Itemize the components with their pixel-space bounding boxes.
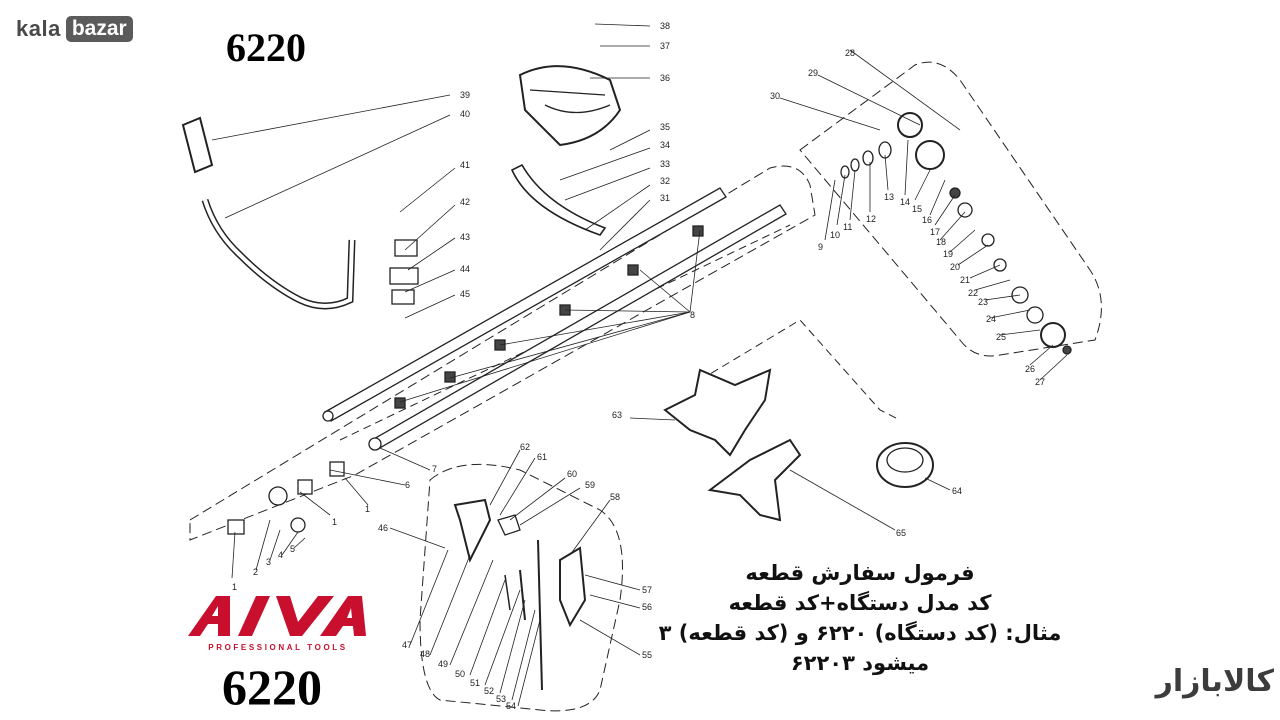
part-label-33: 33 xyxy=(660,159,670,169)
part-label-48: 48 xyxy=(420,649,430,659)
part-label-25: 25 xyxy=(996,332,1006,342)
part-label-44: 44 xyxy=(460,264,470,274)
part-label-55: 55 xyxy=(642,650,652,660)
order-formula-rule: کد مدل دستگاه+کد قطعه xyxy=(728,591,992,615)
part-label-6: 6 xyxy=(405,480,410,490)
part-label-37: 37 xyxy=(660,41,670,51)
part-label-57: 57 xyxy=(642,585,652,595)
part-label-19: 19 xyxy=(943,249,953,259)
part-label-5: 5 xyxy=(290,544,295,554)
part-label-18: 18 xyxy=(936,237,946,247)
part-label-38: 38 xyxy=(660,21,670,31)
part-label-34: 34 xyxy=(660,140,670,150)
aiva-tagline: PROFESSIONAL TOOLS xyxy=(208,643,348,652)
aiva-logo: PROFESSIONAL TOOLS xyxy=(186,594,370,652)
part-label-41: 41 xyxy=(460,160,470,170)
part-label-20: 20 xyxy=(950,262,960,272)
part-label-11: 11 xyxy=(843,222,852,232)
part-label-47: 47 xyxy=(402,640,412,650)
part-label-14: 14 xyxy=(900,197,910,207)
part-label-9: 9 xyxy=(818,242,823,252)
order-formula: فرمول سفارش قطعه کد مدل دستگاه+کد قطعه م… xyxy=(640,558,1080,678)
part-label-1c: 1 xyxy=(365,504,370,514)
part-label-62: 62 xyxy=(520,442,530,452)
part-label-54: 54 xyxy=(506,701,516,711)
part-label-7: 7 xyxy=(432,464,437,474)
part-label-61: 61 xyxy=(537,452,547,462)
part-label-29: 29 xyxy=(808,68,818,78)
part-label-32: 32 xyxy=(660,176,670,186)
part-label-22: 22 xyxy=(968,288,978,298)
part-label-59: 59 xyxy=(585,480,595,490)
part-label-3: 3 xyxy=(266,557,271,567)
part-label-10: 10 xyxy=(830,230,840,240)
part-label-56: 56 xyxy=(642,602,652,612)
part-label-26: 26 xyxy=(1025,364,1035,374)
part-label-49: 49 xyxy=(438,659,448,669)
part-label-52: 52 xyxy=(484,686,494,696)
part-label-53: 53 xyxy=(496,694,506,704)
kalabazar-persian-logo: کالابازار xyxy=(1155,664,1274,699)
part-label-8: 8 xyxy=(690,310,695,320)
kalabazar-logo: kala bazar xyxy=(16,16,133,42)
part-label-30: 30 xyxy=(770,91,780,101)
part-label-21: 21 xyxy=(960,275,970,285)
part-label-58: 58 xyxy=(610,492,620,502)
part-label-43: 43 xyxy=(460,232,470,242)
part-label-24: 24 xyxy=(986,314,996,324)
part-label-15: 15 xyxy=(912,204,922,214)
model-number-bottom: 6220 xyxy=(222,659,322,715)
part-label-28: 28 xyxy=(845,48,855,58)
part-label-16: 16 xyxy=(922,215,932,225)
part-label-36: 36 xyxy=(660,73,670,83)
aiva-logo-mark xyxy=(188,596,366,636)
part-label-46: 46 xyxy=(378,523,388,533)
part-label-60: 60 xyxy=(567,469,577,479)
part-label-51: 51 xyxy=(470,678,480,688)
kalabazar-logo-bazar: bazar xyxy=(65,16,133,42)
part-label-23: 23 xyxy=(978,297,988,307)
order-formula-example: مثال: (کد دستگاه) ۶۲۲۰ و (کد قطعه) ۳ xyxy=(658,621,1062,645)
part-label-42: 42 xyxy=(460,197,470,207)
part-label-4: 4 xyxy=(278,550,283,560)
part-label-45: 45 xyxy=(460,289,470,299)
part-label-64: 64 xyxy=(952,486,962,496)
part-label-2: 2 xyxy=(253,567,258,577)
part-label-39: 39 xyxy=(460,90,470,100)
part-label-40: 40 xyxy=(460,109,470,119)
model-number-top: 6220 xyxy=(226,25,306,70)
part-label-31: 31 xyxy=(660,193,670,203)
part-label-50: 50 xyxy=(455,669,465,679)
kalabazar-logo-kala: kala xyxy=(16,16,61,41)
part-label-12: 12 xyxy=(866,214,876,224)
part-label-27: 27 xyxy=(1035,377,1045,387)
part-label-17: 17 xyxy=(930,227,940,237)
part-label-1a: 1 xyxy=(232,582,237,592)
part-label-13: 13 xyxy=(884,192,894,202)
order-formula-result: میشود ۶۲۲۰۳ xyxy=(790,651,930,675)
part-label-35: 35 xyxy=(660,122,670,132)
part-label-1b: 1 xyxy=(332,517,337,527)
part-label-63: 63 xyxy=(612,410,622,420)
order-formula-title: فرمول سفارش قطعه xyxy=(745,561,975,585)
part-label-65: 65 xyxy=(896,528,906,538)
